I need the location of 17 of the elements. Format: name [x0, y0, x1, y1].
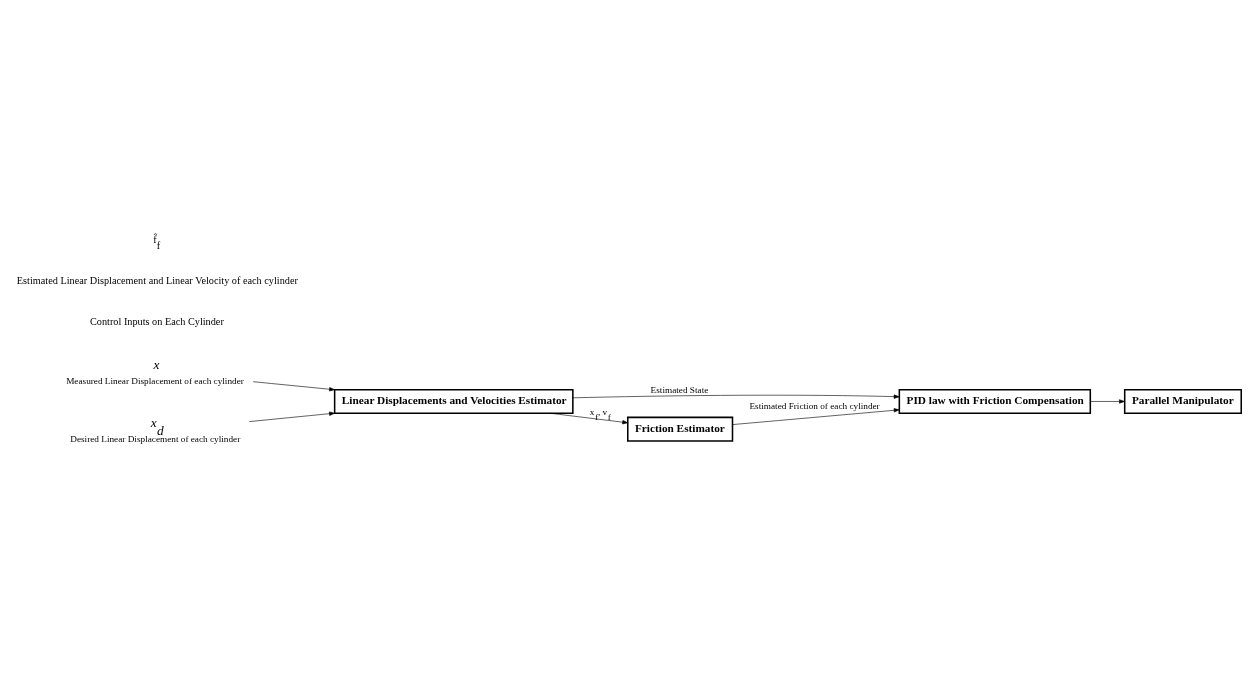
arrow: [550, 412, 629, 424]
arrow: [572, 394, 900, 399]
node-box: Friction Estimator: [627, 416, 734, 442]
node-text: x: [153, 356, 160, 371]
arrow: [732, 407, 900, 425]
node-box: Parallel Manipulator: [1123, 388, 1242, 414]
arrow: [252, 380, 335, 391]
node-box: PID law with Friction Compensation: [898, 388, 1092, 414]
arrow: [249, 411, 335, 422]
edge-label: Estimated State: [650, 384, 709, 395]
label: Control Inputs on Each Cylinder: [90, 315, 224, 327]
edge-label: Estimated Friction of each cylinder: [749, 400, 880, 411]
label: Estimated Linear Displacement and Linear Velocity of each cylinder: [16, 274, 298, 286]
node-label: Measured Linear Displacement of each cylinder: [66, 375, 244, 386]
arrow: [1090, 398, 1125, 404]
node-label: Desired Linear Displacement of each cylinder: [70, 433, 241, 444]
node-box: Linear Displacements and Velocities Estimator: [333, 388, 574, 414]
